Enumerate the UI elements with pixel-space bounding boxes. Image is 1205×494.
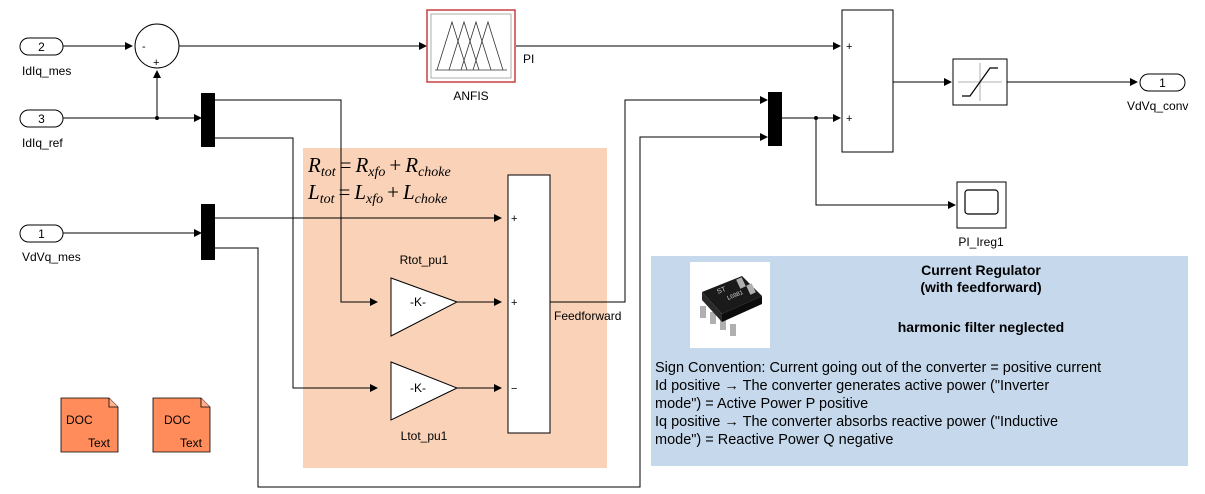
- scope-icon: [964, 189, 999, 215]
- gain-rtot-block[interactable]: -K- Rtot_pu1: [390, 253, 459, 337]
- annotation-line: Sign Convention: Current going out of th…: [655, 360, 1102, 376]
- anfis-block[interactable]: ANFIS: [426, 9, 516, 103]
- svg-text:Ltot=Lxfo+Lchoke: Ltot=Lxfo+Lchoke: [307, 180, 447, 207]
- doc-text-block[interactable]: DOC Text: [60, 397, 119, 453]
- inport-number: 3: [38, 112, 45, 126]
- annotation-line: Id positive → The converter generates ac…: [655, 378, 1050, 394]
- signal-line[interactable]: [215, 133, 768, 488]
- doc-line2: Text: [88, 436, 111, 450]
- inport-idiq-ref[interactable]: 3 IdIq_ref: [19, 109, 64, 150]
- gain-label: Rtot_pu1: [400, 253, 449, 267]
- sum-error-block[interactable]: - +: [134, 23, 180, 69]
- doc-line1: DOC: [66, 413, 93, 427]
- saturation-icon: [962, 67, 998, 97]
- saturation-block[interactable]: [952, 58, 1008, 106]
- sum-sign: +: [511, 213, 517, 225]
- sum-sign: −: [511, 383, 517, 395]
- doc-line1: DOC: [164, 413, 191, 427]
- annotation-line: mode") = Reactive Power Q negative: [655, 432, 894, 448]
- doc-line2: Text: [180, 436, 203, 450]
- scope-block[interactable]: PI_Ireg1: [956, 181, 1007, 249]
- annotation-box: ST L6981 Current Regulator (with feedfor…: [651, 256, 1188, 466]
- annotation-line: Iq positive → The converter absorbs reac…: [655, 414, 1059, 430]
- demux-ref-block[interactable]: [201, 93, 215, 147]
- inport-idiq-mes[interactable]: 2 IdIq_mes: [19, 37, 71, 78]
- outport-vdvq-conv[interactable]: 1 VdVq_conv: [1127, 73, 1188, 113]
- gain-label: Ltot_pu1: [401, 429, 448, 443]
- signal-line[interactable]: [815, 118, 956, 209]
- signal-line[interactable]: [215, 137, 378, 392]
- inport-number: 2: [38, 40, 45, 54]
- svg-text:Rtot=Rxfo+Rchoke: Rtot=Rxfo+Rchoke: [307, 153, 451, 180]
- annotation-title-line2: (with feedforward): [920, 279, 1042, 295]
- annotation-body: Sign Convention: Current going out of th…: [655, 359, 1185, 449]
- mux-block[interactable]: [768, 92, 782, 146]
- sum-sign: +: [846, 41, 852, 53]
- feedforward-sum-block[interactable]: + + −: [507, 174, 551, 434]
- anfis-label: ANFIS: [453, 89, 488, 103]
- feedforward-signal-label: Feedforward: [554, 309, 621, 323]
- branch-point: [814, 116, 818, 120]
- scope-label: PI_Ireg1: [958, 235, 1004, 249]
- annotation-subtitle: harmonic filter neglected: [897, 319, 1065, 335]
- annotation-line: mode") = Active Power P positive: [655, 396, 869, 412]
- signal-line[interactable]: [550, 96, 768, 303]
- inport-label: IdIq_ref: [22, 136, 63, 150]
- equation-l-tot: Ltot=Lxfo+Lchoke: [307, 180, 447, 207]
- gain-symbol: -K-: [410, 295, 426, 309]
- signal-line[interactable]: [215, 99, 378, 306]
- gain-symbol: -K-: [410, 381, 426, 395]
- sum-output-block[interactable]: + +: [841, 9, 894, 153]
- outport-number: 1: [1159, 76, 1166, 90]
- sum-sign: -: [142, 41, 146, 53]
- branch-point: [155, 116, 159, 120]
- svg-text:ST: ST: [716, 286, 728, 296]
- chip-image: ST L6981: [690, 262, 770, 348]
- membership-functions-icon: [435, 20, 507, 71]
- annotation-title-line1: Current Regulator: [921, 262, 1041, 278]
- inport-label: IdIq_mes: [22, 64, 71, 78]
- inport-vdvq-mes[interactable]: 1 VdVq_mes: [19, 224, 81, 264]
- feedforward-area: [303, 148, 607, 468]
- pi-signal-label: PI: [523, 52, 534, 66]
- outport-label: VdVq_conv: [1127, 99, 1188, 113]
- equation-r-tot: Rtot=Rxfo+Rchoke: [307, 153, 451, 180]
- sum-sign: +: [153, 57, 159, 69]
- chip-icon: ST L6981: [700, 276, 762, 336]
- demux-vmes-block[interactable]: [201, 204, 215, 260]
- sum-sign: +: [846, 113, 852, 125]
- sum-sign: +: [511, 297, 517, 309]
- inport-number: 1: [38, 227, 45, 241]
- gain-ltot-block[interactable]: -K- Ltot_pu1: [390, 361, 459, 443]
- doc-text-block[interactable]: DOC Text: [152, 397, 211, 453]
- inport-label: VdVq_mes: [22, 250, 81, 264]
